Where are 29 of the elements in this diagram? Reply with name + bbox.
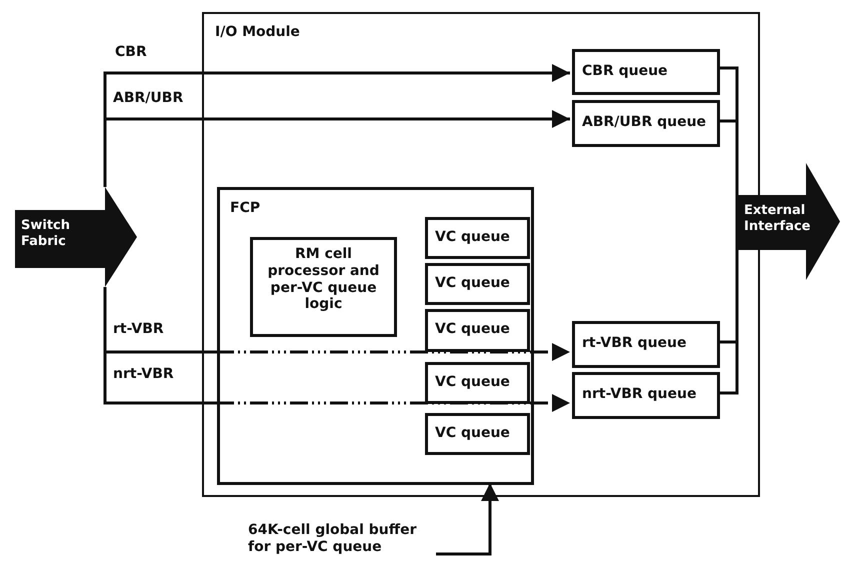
box-label: CBR queue — [582, 63, 668, 80]
edge-label: ABR/UBR — [111, 90, 186, 106]
box-label: rt-VBR queue — [582, 335, 686, 352]
queue-box — [572, 372, 720, 419]
box-title: I/O Module — [215, 24, 300, 41]
queue-box — [425, 309, 530, 352]
box-label: 64K-cell global buffer for per-VC queue — [248, 522, 418, 556]
box-label: Switch Fabric — [21, 218, 72, 250]
box-label: VC queue — [435, 229, 510, 246]
box-label: VC queue — [435, 425, 510, 442]
queue-box — [425, 362, 530, 404]
box-label: ABR/UBR queue — [582, 114, 706, 131]
queue-box — [425, 413, 530, 455]
box-label: RM cell processor and per-VC queue logic — [267, 246, 380, 314]
queue-box — [572, 321, 720, 368]
box-label: VC queue — [435, 321, 510, 338]
queue-box — [425, 217, 530, 259]
block-arrow — [15, 187, 137, 287]
connector-arrow — [436, 483, 499, 556]
queue-box — [425, 263, 530, 305]
queue-box — [572, 49, 720, 95]
box-title: FCP — [230, 200, 260, 217]
block-arrow — [738, 163, 840, 280]
logic-box — [250, 237, 397, 337]
box-label: nrt-VBR queue — [582, 386, 696, 403]
box-label: VC queue — [435, 374, 510, 391]
processor-box — [217, 187, 534, 485]
box-label: VC queue — [435, 275, 510, 292]
queue-box — [572, 100, 720, 147]
